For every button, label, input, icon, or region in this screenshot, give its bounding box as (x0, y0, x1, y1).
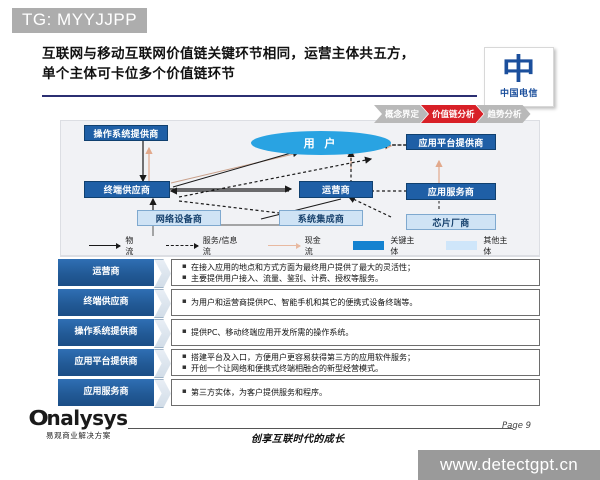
diagram-node-app-platform-provider: 应用平台提供商 (406, 134, 496, 150)
list-item: 操作系统提供商 提供PC、移动终端应用开发所需的操作系统。 (58, 319, 540, 348)
role-body-app-platform-provider: 搭建平台及入口，方便用户更容易获得第三方的应用软件服务； 开创一个让网络和便携式… (171, 349, 540, 376)
solid-arrow-icon (89, 243, 122, 249)
role-body-terminal-supplier: 为用户和运营商提供PC、智能手机和其它的便携式设备终端等。 (171, 289, 540, 316)
role-tag-operator: 运营商 (58, 259, 154, 286)
telecom-swirl-icon: 中 (502, 52, 536, 86)
diagram-node-user: 用 户 (251, 131, 391, 155)
legend-item-other-entity: 其他主体 (445, 235, 513, 257)
role-description-list: 运营商 在接入应用的地点和方式方面为最终用户提供了最大的灵活性； 主要提供用户接… (58, 259, 540, 409)
watermark: www.detectgpt.cn (418, 450, 600, 480)
key-swatch-icon (352, 241, 385, 250)
value-chain-diagram: 操作系统提供商 应用平台提供商 终端供应商 运营商 应用服务商 用 户 网络设备… (60, 120, 540, 257)
breadcrumb-item-concept[interactable]: 概念界定 (374, 105, 428, 123)
diagram-node-operator: 运营商 (299, 181, 373, 198)
legend-item-logistics: 物流 (89, 235, 140, 257)
list-item: 运营商 在接入应用的地点和方式方面为最终用户提供了最大的灵活性； 主要提供用户接… (58, 259, 540, 288)
footer-slogan: 创享互联时代的成长 (251, 434, 345, 445)
diagram-node-app-service-provider: 应用服务商 (406, 183, 496, 200)
role-body-app-service-provider: 第三方实体，为客户提供服务和程序。 (171, 379, 540, 406)
chevron-right-icon (154, 379, 171, 408)
diagram-node-os-provider: 操作系统提供商 (84, 125, 168, 141)
breadcrumb-item-trend[interactable]: 趋势分析 (477, 105, 531, 123)
page-title: 互联网与移动互联网价值链关键环节相同，运营主体共五方， 单个主体可卡位多个价值链… (42, 44, 472, 84)
chevron-right-icon (154, 289, 171, 318)
legend-item-key-entity: 关键主体 (352, 235, 420, 257)
diagram-node-system-integrator: 系统集成商 (279, 210, 363, 226)
diagram-node-network-equipment: 网络设备商 (137, 210, 221, 226)
list-item: 应用服务商 第三方实体，为客户提供服务和程序。 (58, 379, 540, 408)
footer-divider (128, 428, 513, 429)
list-item: 终端供应商 为用户和运营商提供PC、智能手机和其它的便携式设备终端等。 (58, 289, 540, 318)
role-tag-terminal-supplier: 终端供应商 (58, 289, 154, 316)
page-title-line-2: 单个主体可卡位多个价值链环节 (42, 66, 236, 82)
role-body-operator: 在接入应用的地点和方式方面为最终用户提供了最大的灵活性； 主要提供用户接入、流量… (171, 259, 540, 286)
chevron-right-icon (154, 349, 171, 378)
analysys-tagline: 易观商业解决方案 (46, 431, 111, 440)
page-number: Page 9 (502, 421, 532, 431)
dashed-arrow-icon (166, 243, 199, 249)
chevron-right-icon (154, 319, 171, 348)
other-swatch-icon (445, 241, 478, 250)
breadcrumb-item-value-chain[interactable]: 价值链分析 (421, 105, 484, 123)
chevron-right-icon (154, 259, 171, 288)
china-telecom-logo: 中 中国电信 (484, 47, 554, 107)
legend-item-service-info: 服务/信息流 (166, 235, 242, 257)
analysys-swoosh-icon: О (28, 406, 49, 430)
diagram-legend: 物流 服务/信息流 现金流 关键主体 其他主体 (60, 236, 540, 256)
telecom-logo-label: 中国电信 (499, 89, 538, 99)
analysys-wordmark: Оnalysys (28, 406, 128, 430)
role-body-os-provider: 提供PC、移动终端应用开发所需的操作系统。 (171, 319, 540, 346)
page-title-line-1: 互联网与移动互联网价值链关键环节相同，运营主体共五方， (42, 46, 415, 62)
tg-tag: TG: MYYJJPP (12, 8, 148, 33)
diagram-node-chip-maker: 芯片厂商 (406, 214, 496, 230)
list-item: 应用平台提供商 搭建平台及入口，方便用户更容易获得第三方的应用软件服务； 开创一… (58, 349, 540, 378)
role-tag-app-platform-provider: 应用平台提供商 (58, 349, 154, 376)
cash-arrow-icon (268, 243, 302, 249)
role-tag-os-provider: 操作系统提供商 (58, 319, 154, 346)
diagram-node-terminal-supplier: 终端供应商 (84, 181, 170, 198)
legend-item-cash-flow: 现金流 (268, 235, 327, 257)
section-breadcrumb: 概念界定 价值链分析 趋势分析 (374, 105, 524, 123)
role-tag-app-service-provider: 应用服务商 (58, 379, 154, 406)
analysys-logo: Оnalysys 易观商业解决方案 (28, 406, 160, 441)
title-divider (42, 95, 477, 97)
